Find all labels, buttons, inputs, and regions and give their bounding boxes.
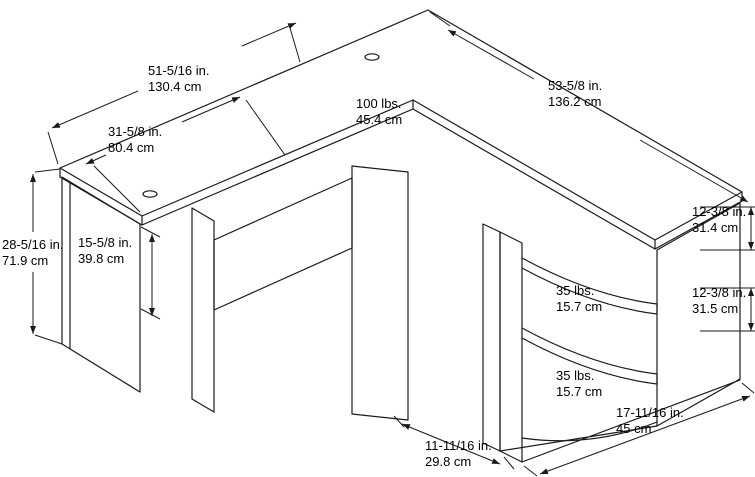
- weight-value-metric: 15.7 cm: [556, 299, 602, 314]
- dim-label-shelf-gap-bottom: 12-3/8 in. 31.5 cm: [692, 285, 746, 316]
- dim-value-cm: 31.4 cm: [692, 220, 738, 235]
- middle-shelf: [521, 327, 658, 385]
- dim-label-knee-space-height: 15-5/8 in. 39.8 cm: [78, 235, 132, 266]
- dim-value-cm: 130.4 cm: [148, 79, 201, 94]
- dim-line-support-depth: [401, 423, 501, 465]
- shelf-pillar-front: [499, 231, 523, 463]
- dim-value-in: 31-5/8 in.: [108, 124, 162, 139]
- weight-value-lbs: 100 lbs.: [356, 96, 402, 111]
- dim-line-shelf-unit-width: [539, 395, 751, 475]
- weight-value-metric: 15.7 cm: [556, 384, 602, 399]
- weight-value-lbs: 35 lbs.: [556, 283, 594, 298]
- corner-support-panel: [351, 165, 409, 421]
- dim-label-desk-height: 28-5/16 in. 71.9 cm: [2, 237, 63, 268]
- dimension-lines: [30, 11, 755, 477]
- dim-extension: [700, 206, 755, 251]
- upper-shelf: [521, 257, 658, 315]
- dim-value-in: 12-3/8 in.: [692, 285, 746, 300]
- dim-value-cm: 80.4 cm: [108, 140, 154, 155]
- dim-label-desk-left-depth: 31-5/8 in. 80.4 cm: [108, 124, 162, 155]
- dim-extension: [47, 27, 301, 165]
- dimension-labels: 51-5/16 in. 130.4 cm 31-5/8 in. 80.4 cm …: [2, 63, 746, 469]
- dim-extension: [393, 415, 515, 470]
- dim-value-in: 28-5/16 in.: [2, 237, 63, 252]
- dim-label-support-depth: 11-11/16 in. 29.8 cm: [425, 438, 492, 469]
- dim-extension: [523, 382, 755, 477]
- dim-value-in: 53-5/8 in.: [548, 78, 602, 93]
- dim-line-desk-left-depth: [85, 154, 107, 165]
- dim-value-cm: 31.5 cm: [692, 301, 738, 316]
- dim-extension: [34, 168, 63, 345]
- dim-value-in: 17-11/16 in.: [616, 405, 684, 420]
- dim-extension: [700, 287, 755, 332]
- dim-value-cm: 71.9 cm: [2, 253, 48, 268]
- grommet-icon: [364, 53, 380, 61]
- dim-line-desk-right-length: [447, 29, 535, 80]
- label-shelf-weight-limit-lower: 35 lbs. 15.7 cm: [556, 368, 602, 399]
- label-desk-weight-limit: 100 lbs. 45.4 cm: [356, 96, 402, 127]
- modesty-panel: [213, 177, 353, 311]
- dim-extension: [93, 99, 286, 213]
- dim-value-cm: 136.2 cm: [548, 94, 601, 109]
- dim-extension: [140, 226, 161, 320]
- weight-value-lbs: 35 lbs.: [556, 368, 594, 383]
- dim-value-in: 11-11/16 in.: [425, 438, 492, 453]
- weight-value-metric: 45.4 cm: [356, 112, 402, 127]
- dim-label-shelf-unit-width: 17-11/16 in. 45 cm: [616, 405, 684, 436]
- label-shelf-weight-limit-upper: 35 lbs. 15.7 cm: [556, 283, 602, 314]
- dim-line-desk-left-length: [241, 22, 297, 47]
- dim-label-desk-left-length: 51-5/16 in. 130.4 cm: [148, 63, 209, 94]
- right-end-panel: [656, 202, 741, 427]
- dim-extension: [429, 11, 451, 27]
- dim-label-desk-right-length: 53-5/8 in. 136.2 cm: [548, 78, 602, 109]
- dim-value-cm: 45 cm: [616, 421, 651, 436]
- dim-value-in: 12-3/8 in.: [692, 204, 746, 219]
- dim-line-desk-left-depth: [181, 96, 241, 123]
- dim-value-cm: 29.8 cm: [425, 454, 471, 469]
- grommet-icon: [142, 190, 158, 198]
- dim-line-desk-left-length: [51, 90, 139, 129]
- left-end-panel: [61, 176, 141, 393]
- dim-value-in: 51-5/16 in.: [148, 63, 209, 78]
- shelf-pillar-back: [482, 223, 501, 452]
- dim-line-desk-right-length: [639, 139, 749, 203]
- dim-value-in: 15-5/8 in.: [78, 235, 132, 250]
- dim-label-shelf-gap-top: 12-3/8 in. 31.4 cm: [692, 204, 746, 235]
- desktop-corner-ticks: [59, 99, 743, 250]
- dim-value-cm: 39.8 cm: [78, 251, 124, 266]
- desktop-edge-thickness: [59, 108, 743, 250]
- inner-left-panel: [191, 207, 215, 413]
